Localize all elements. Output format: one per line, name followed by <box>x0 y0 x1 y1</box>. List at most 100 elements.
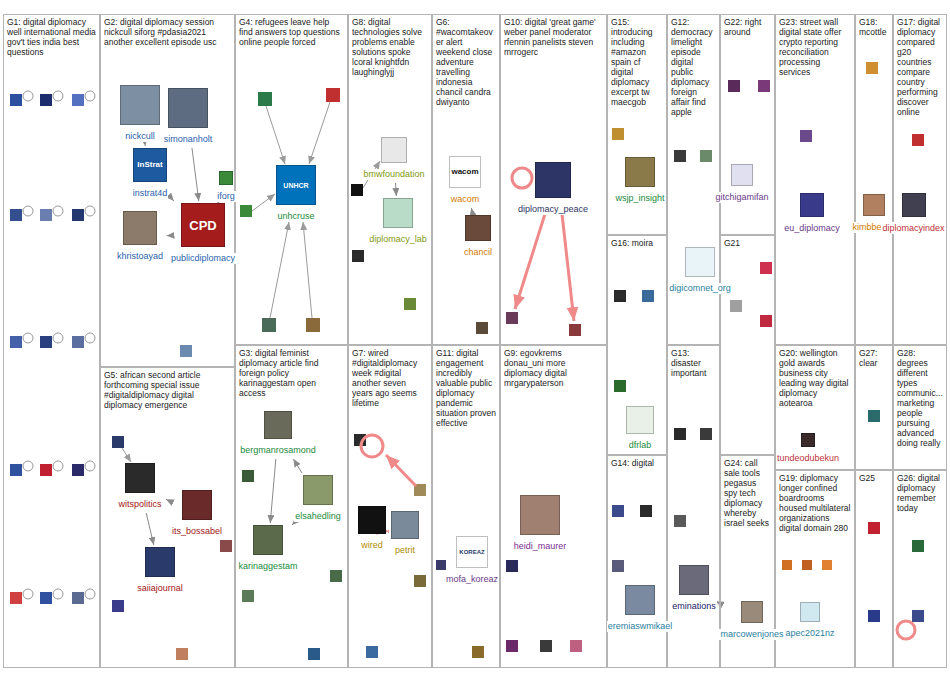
group-panel: G23: street wall digital state offer cry… <box>775 14 855 345</box>
vertex-icon: UNHCR <box>276 165 316 205</box>
group-heading: G28: degrees different types communic...… <box>894 346 946 450</box>
group-heading: G15: introducing including #amazon spain… <box>608 15 666 109</box>
vertex-icon <box>612 128 624 140</box>
vertex-icon <box>868 410 880 422</box>
vertex-icon <box>308 648 320 660</box>
edge-line <box>122 448 131 462</box>
group-panel: G20: wellington gold awards business cit… <box>775 345 855 470</box>
vertex-icon <box>614 380 626 392</box>
vertex-node: elsahedling <box>293 475 343 523</box>
vertex-icon <box>472 646 484 658</box>
group-heading: G24: call sale tools pegasus spy tech di… <box>721 456 774 530</box>
vertex-icon <box>180 345 192 357</box>
edge-connector <box>172 198 174 201</box>
self-loop <box>85 333 95 343</box>
group-panel: G26: digital diplomacy remember today <box>893 470 947 668</box>
edge-connector <box>471 208 472 213</box>
vertex-label: unhcruse <box>276 211 315 222</box>
group-heading: G19: diplomacy longer confined boardroom… <box>776 471 854 535</box>
group-heading: G18: mcottle <box>856 15 892 39</box>
logo-text: wacom <box>451 168 478 176</box>
group-heading: G4: refugees leave help find answers top… <box>236 15 347 49</box>
vertex-label: bergmanrosamond <box>239 445 317 456</box>
vertex-icon <box>700 428 712 440</box>
self-loop <box>53 461 63 471</box>
group-heading: G16: moira <box>608 236 666 250</box>
group-heading: G25 <box>856 471 892 485</box>
vertex-icon <box>176 648 188 660</box>
group-panel: G11: digital engagement incredibly valua… <box>432 345 500 668</box>
self-loop <box>23 589 33 599</box>
self-loop <box>23 91 33 101</box>
vertex-icon <box>264 411 292 439</box>
group-heading: G1: digital diplomacy well international… <box>4 15 99 59</box>
vertex-node: simonanholt <box>162 88 215 146</box>
group-heading: G6: #wacomtakeover alert weekend close a… <box>433 15 499 109</box>
vertex-icon <box>10 592 22 604</box>
vertex-node: KOREAZmofa_koreaz <box>444 536 501 586</box>
self-loop <box>85 589 95 599</box>
vertex-icon <box>330 570 342 582</box>
edge-connector <box>192 148 199 201</box>
vertex-label: its_bossabel <box>171 526 223 537</box>
vertex-icon <box>381 137 407 163</box>
vertex-icon <box>72 336 84 348</box>
vertex-label: khristoayad <box>116 251 164 262</box>
group-panel: G15: introducing including #amazon spain… <box>607 14 667 235</box>
vertex-icon <box>614 290 626 302</box>
vertex-icon <box>674 150 686 162</box>
vertex-icon <box>760 262 772 274</box>
vertex-label: dfrlab <box>628 440 653 451</box>
vertex-icon <box>800 130 812 142</box>
vertex-node: khristoayad <box>115 211 166 263</box>
self-loop <box>23 333 33 343</box>
vertex-icon <box>10 336 22 348</box>
logo-text: InStrat <box>137 161 162 169</box>
vertex-icon <box>404 298 416 310</box>
vertex-icon <box>640 505 652 517</box>
vertex-icon <box>800 602 820 622</box>
vertex-label: diplomacyindex <box>881 223 945 234</box>
group-heading: G14: digital <box>608 456 666 470</box>
logo-text: UNHCR <box>283 182 308 189</box>
vertex-icon <box>242 470 254 482</box>
vertex-label: wacom <box>450 194 481 205</box>
edge-line <box>515 214 545 309</box>
vertex-icon <box>730 300 742 312</box>
vertex-label: iforg <box>216 191 236 202</box>
vertex-node: its_bossabel <box>170 490 225 538</box>
self-loop <box>361 435 383 457</box>
vertex-icon <box>728 80 740 92</box>
group-panel: G24: call sale tools pegasus spy tech di… <box>720 455 775 668</box>
group-panel: G2: digital diplomacy session nickcull s… <box>100 14 235 367</box>
vertex-icon <box>240 205 252 217</box>
vertex-icon <box>262 318 276 332</box>
vertex-node: apec2021nz <box>783 602 837 640</box>
vertex-icon <box>782 560 792 570</box>
vertex-icon <box>10 464 22 476</box>
group-panel: G14: digitaleremiaswmikael <box>607 455 667 668</box>
group-panel: G9: egovkrems donau_uni more diplomacy d… <box>500 345 607 668</box>
vertex-icon: InStrat <box>133 148 167 182</box>
group-heading: G7: wired #digitaldiplomacy week #digita… <box>349 346 431 410</box>
vertex-icon <box>72 209 84 221</box>
vertex-label: apec2021nz <box>784 628 835 639</box>
vertex-icon <box>758 80 770 92</box>
vertex-icon <box>112 436 124 448</box>
vertex-icon <box>642 290 654 302</box>
vertex-node: iforg <box>215 171 237 203</box>
vertex-icon <box>10 94 22 106</box>
vertex-label: wsjp_insight <box>614 193 665 204</box>
vertex-icon <box>112 600 124 612</box>
self-loop <box>23 461 33 471</box>
vertex-icon <box>674 515 686 527</box>
self-loop <box>53 206 63 216</box>
vertex-icon <box>72 464 84 476</box>
vertex-icon <box>253 525 283 555</box>
vertex-icon <box>625 157 655 187</box>
vertex-icon <box>822 560 832 570</box>
vertex-label: tundeodubekun <box>776 453 840 464</box>
vertex-icon <box>145 547 175 577</box>
edge-line <box>303 222 312 318</box>
group-panel: G8: digital technologies solve problems … <box>348 14 432 345</box>
